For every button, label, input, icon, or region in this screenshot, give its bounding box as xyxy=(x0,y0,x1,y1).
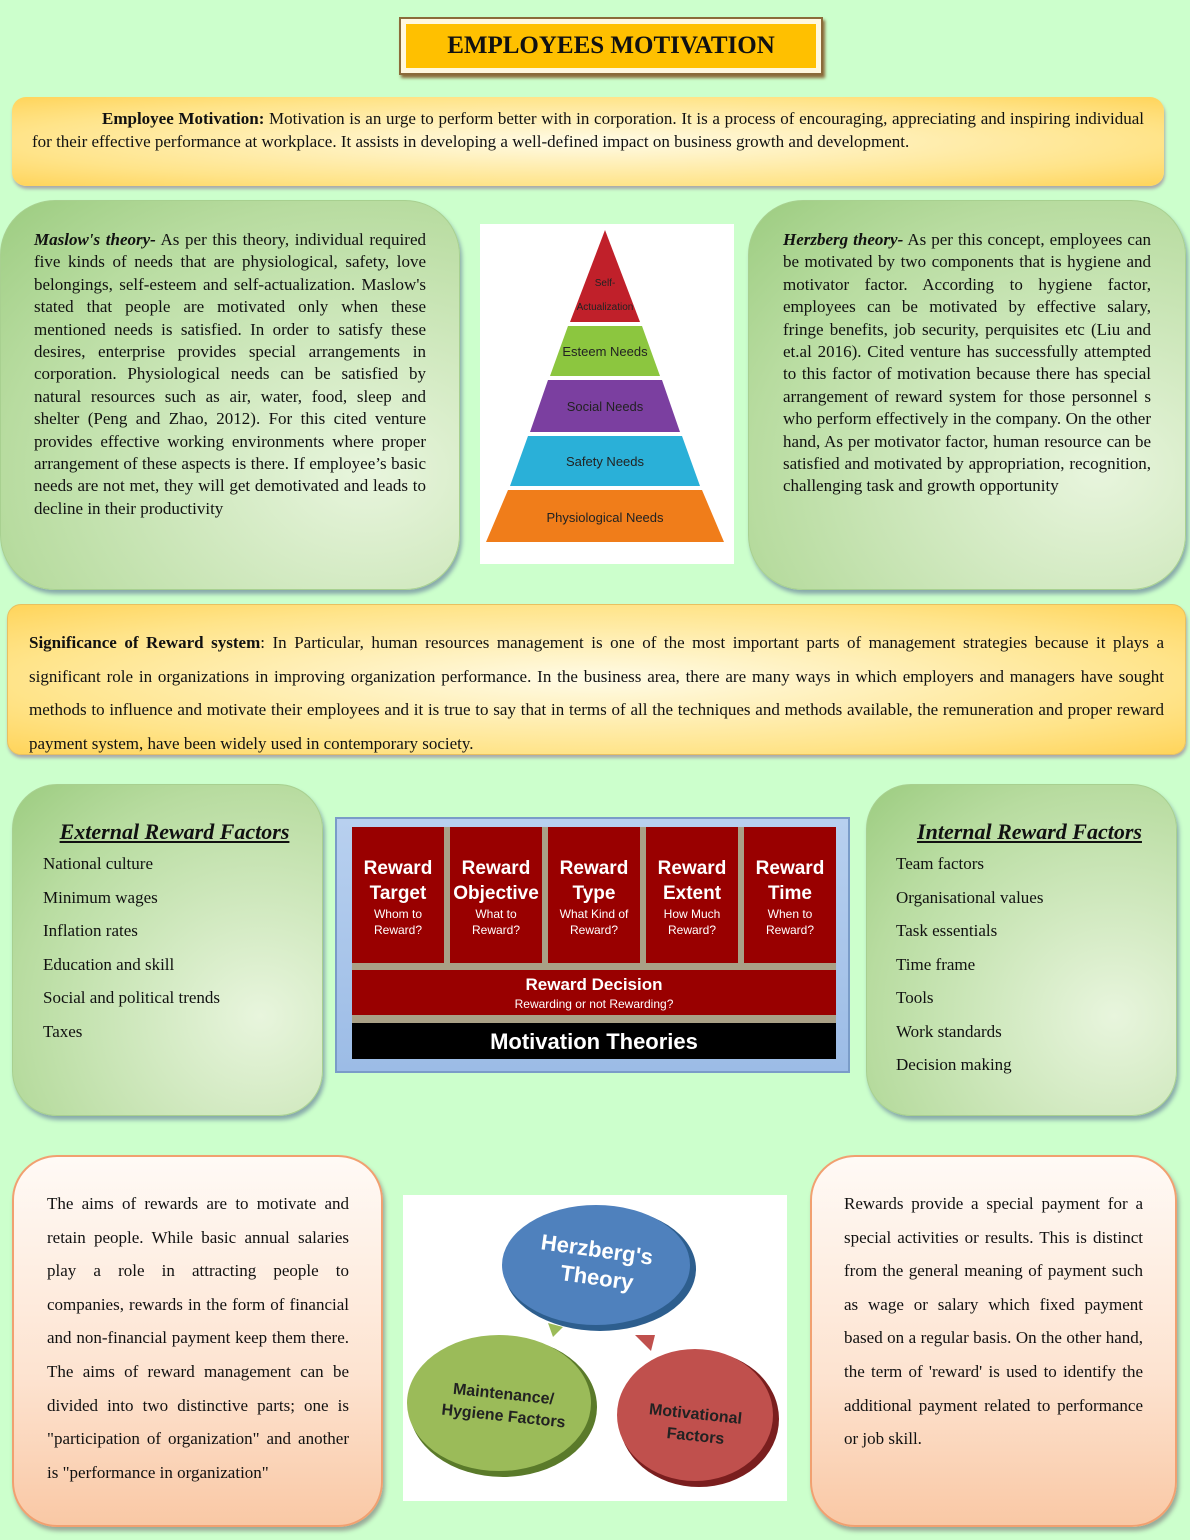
cell-title: Type xyxy=(572,883,616,904)
decision-title: Reward Decision xyxy=(525,975,663,994)
cell-subtitle: Reward? xyxy=(471,923,521,937)
external-factors-panel: External Reward Factors National culture… xyxy=(12,784,323,1116)
external-factor-item: Taxes xyxy=(43,1021,83,1041)
significance-panel: Significance of Reward system: In Partic… xyxy=(7,604,1186,755)
cell-title: Reward xyxy=(657,858,727,879)
pyramid-level-self-actualization xyxy=(570,230,640,322)
decision-subtitle: Rewarding or not Rewarding? xyxy=(514,997,674,1011)
external-factor-item: Social and political trends xyxy=(43,988,221,1007)
cell-title: Reward xyxy=(461,858,531,879)
cell-title: Time xyxy=(767,883,812,904)
cell-title: Extent xyxy=(662,883,722,904)
internal-factor-item: Work standards xyxy=(896,1021,1002,1041)
herzberg-body: As per this concept, employees can be mo… xyxy=(783,230,1151,496)
pyramid-label: Physiological Needs xyxy=(546,510,664,525)
hygiene-factors-bubble xyxy=(407,1335,591,1471)
motivation-theories-bar: Motivation Theories xyxy=(352,1023,836,1059)
herzberg-theory-bubble xyxy=(502,1205,690,1325)
intro-text: Employee Motivation: Motivation is an ur… xyxy=(32,108,1144,153)
external-factor-item: Minimum wages xyxy=(43,887,158,907)
maslow-panel: Maslow's theory- As per this theory, ind… xyxy=(0,200,460,590)
external-factor-item: Inflation rates xyxy=(43,921,138,940)
maslow-pyramid-image: Self- Actualization Esteem Needs Social … xyxy=(480,224,734,564)
arrow-icon xyxy=(635,1335,655,1351)
cell-subtitle: Reward? xyxy=(569,923,619,937)
arrow-icon xyxy=(548,1323,563,1337)
herzberg-text: Herzberg theory- As per this concept, em… xyxy=(783,229,1151,498)
cell-subtitle: When to xyxy=(767,907,813,921)
cell-title: Target xyxy=(369,883,427,904)
internal-factor-item: Time frame xyxy=(896,954,976,974)
pyramid-label: Self- xyxy=(595,278,616,289)
pyramid-level-physiological xyxy=(486,490,724,542)
significance-body: : In Particular, human resources managem… xyxy=(29,633,1164,753)
pyramid-label: Esteem Needs xyxy=(562,344,648,359)
internal-factor-item: Decision making xyxy=(896,1055,1012,1074)
internal-factor-item: Tools xyxy=(896,988,934,1007)
aims-panel: The aims of rewards are to motivate and … xyxy=(12,1155,383,1527)
significance-text: Significance of Reward system: In Partic… xyxy=(29,626,1164,760)
pyramid-label: Safety Needs xyxy=(566,454,645,469)
maslow-text: Maslow's theory- As per this theory, ind… xyxy=(34,229,426,520)
pyramid-level-esteem xyxy=(550,326,660,376)
cell-subtitle: Reward? xyxy=(373,923,423,937)
title-box: EMPLOYEES MOTIVATION xyxy=(399,17,823,75)
internal-factor-item: Organisational values xyxy=(896,887,1044,907)
rewards-text: Rewards provide a special payment for a … xyxy=(844,1194,1143,1449)
intro-panel: Employee Motivation: Motivation is an ur… xyxy=(12,97,1164,186)
cell-subtitle: What to xyxy=(475,907,517,921)
cell-title: Reward xyxy=(755,858,825,879)
rewards-panel: Rewards provide a special payment for a … xyxy=(810,1155,1177,1527)
cell-subtitle: What Kind of xyxy=(559,907,629,921)
page-title: EMPLOYEES MOTIVATION xyxy=(406,24,816,68)
cell-subtitle: How Much xyxy=(663,907,721,921)
herz-label: Factors xyxy=(666,1425,725,1448)
cell-title: Objective xyxy=(453,883,539,904)
aims-text: The aims of rewards are to motivate and … xyxy=(47,1194,349,1482)
cell-subtitle: Reward? xyxy=(667,923,717,937)
maslow-label: Maslow's theory- xyxy=(34,230,156,249)
pyramid-label: Actualization xyxy=(577,302,634,313)
internal-factor-item: Team factors xyxy=(896,854,985,873)
internal-factor-item: Task essentials xyxy=(896,921,998,940)
cell-title: Reward xyxy=(559,858,629,879)
herzberg-theory-image: Herzberg's Theory Maintenance/ Hygiene F… xyxy=(403,1195,787,1501)
herzberg-label: Herzberg theory- xyxy=(783,230,904,249)
intro-body: Motivation is an urge to perform better … xyxy=(32,109,1144,151)
internal-heading: Internal Reward Factors xyxy=(917,819,1142,844)
significance-label: Significance of Reward system xyxy=(29,633,261,652)
pyramid-label: Social Needs xyxy=(567,399,644,414)
intro-label: Employee Motivation: xyxy=(102,109,265,128)
external-factor-item: National culture xyxy=(43,854,153,873)
motivational-factors-bubble xyxy=(617,1349,773,1481)
pyramid-level-safety xyxy=(510,436,700,486)
pyramid-level-social xyxy=(530,380,680,432)
maslow-body: As per this theory, individual required … xyxy=(34,230,426,518)
cell-subtitle: Reward? xyxy=(765,923,815,937)
herzberg-panel: Herzberg theory- As per this concept, em… xyxy=(748,200,1186,590)
cell-title: Reward xyxy=(363,858,433,879)
cell-subtitle: Whom to xyxy=(373,907,422,921)
external-factor-item: Education and skill xyxy=(43,954,175,974)
external-heading: External Reward Factors xyxy=(59,819,290,844)
